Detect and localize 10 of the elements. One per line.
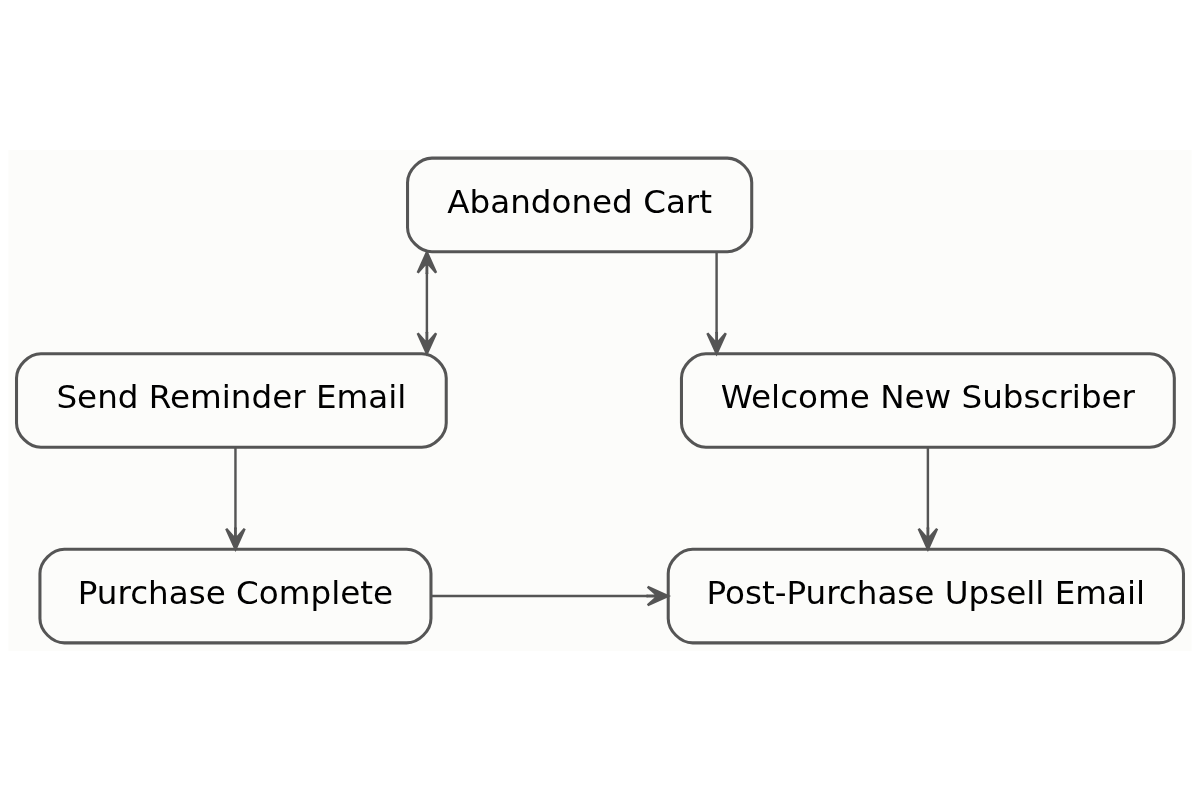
arrow xyxy=(431,585,670,606)
node-box: Send Reminder Email xyxy=(15,351,448,449)
arrow xyxy=(706,251,727,355)
node-box: Abandoned Cart xyxy=(406,156,754,253)
node-box: Welcome New Subscriber xyxy=(679,351,1176,449)
arrow xyxy=(917,447,939,550)
node-box: Purchase Complete xyxy=(38,547,433,644)
node-box: Post-Purchase Upsell Email xyxy=(666,547,1185,644)
arrow xyxy=(225,447,246,550)
arrow xyxy=(416,250,438,355)
